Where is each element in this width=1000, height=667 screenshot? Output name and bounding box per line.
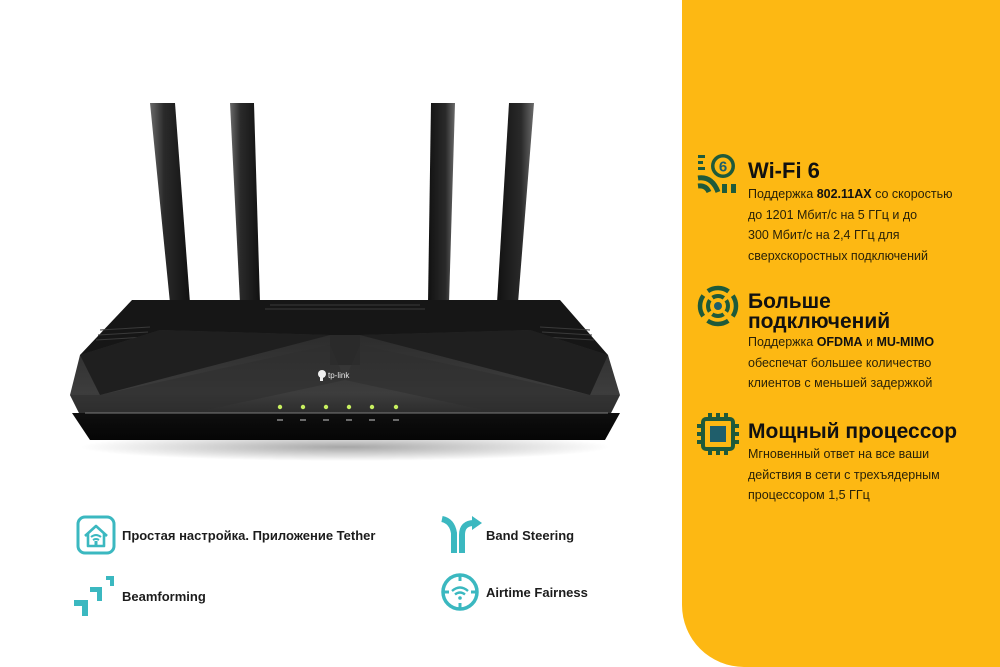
beamforming-icon <box>72 574 116 618</box>
spec-description: Поддержка 802.11AX со скоростью до 1201 … <box>748 187 953 263</box>
spec-title: Больше подключений <box>748 290 891 333</box>
feature-tether: Простая настройка. Приложение Tether <box>74 513 375 557</box>
connections-icon <box>696 284 740 328</box>
spec-processor: Мощный процессор Мгновенный ответ на все… <box>696 412 996 512</box>
feature-label: Airtime Fairness <box>486 584 588 600</box>
band-steering-icon <box>438 513 482 557</box>
tp-link-logo: tp-link <box>318 370 350 381</box>
svg-text:tp-link: tp-link <box>328 371 350 380</box>
specs-panel: 6 Wi-Fi 6 Поддержка 802.11AX со скорость… <box>682 0 1000 667</box>
processor-icon <box>696 412 740 456</box>
airtime-fairness-icon <box>438 570 482 614</box>
feature-airtime-fairness: Airtime Fairness <box>438 570 588 614</box>
spec-wifi6: 6 Wi-Fi 6 Поддержка 802.11AX со скорость… <box>696 152 996 263</box>
feature-beamforming: Beamforming <box>72 574 206 618</box>
spec-description: Мгновенный ответ на все ваши действия в … <box>748 447 940 502</box>
feature-label: Простая настройка. Приложение Tether <box>122 527 376 543</box>
feature-band-steering: Band Steering <box>438 513 574 557</box>
feature-label: Band Steering <box>486 527 575 543</box>
spec-more-connections: Больше подключений Поддержка OFDMA и MU-… <box>696 284 996 394</box>
spec-title: Wi-Fi 6 <box>748 158 820 183</box>
feature-label: Beamforming <box>122 588 206 604</box>
spec-description: Поддержка OFDMA и MU-MIMO обеспечат боль… <box>748 335 935 390</box>
spec-title: Мощный процессор <box>748 420 958 443</box>
svg-text:6: 6 <box>719 159 727 176</box>
tether-app-icon <box>74 513 118 557</box>
antenna <box>150 103 534 303</box>
wifi6-icon: 6 <box>696 152 740 196</box>
router-image: tp-link <box>60 95 620 475</box>
status-leds <box>277 404 399 410</box>
